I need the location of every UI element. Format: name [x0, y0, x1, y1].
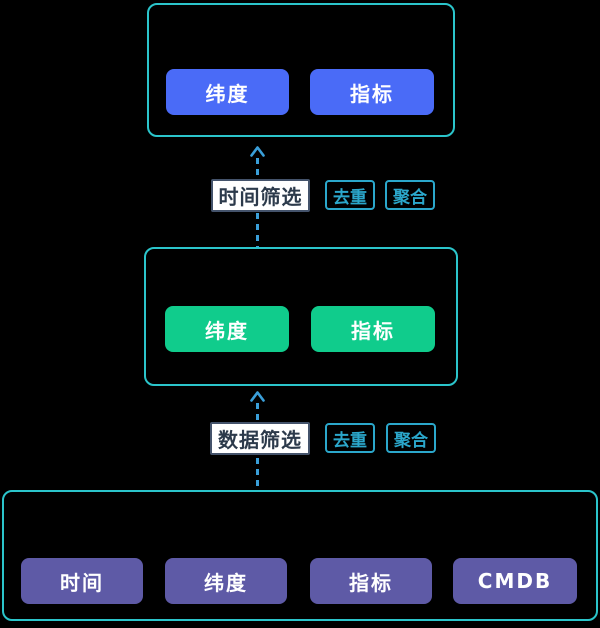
chip-cmdb-source: CMDB [453, 558, 577, 604]
arrow-up-icon [249, 143, 266, 157]
result-layer-box: 纬度 指标 [147, 3, 455, 137]
dedupe-tag: 去重 [325, 180, 375, 210]
arrow-up-icon [249, 388, 266, 402]
chip-dimension-result: 纬度 [166, 69, 289, 115]
compute-layer-box: 纬度 指标 [144, 247, 458, 386]
source-layer-box: 时间 纬度 指标 CMDB [2, 490, 598, 621]
chip-dimension-source: 纬度 [165, 558, 287, 604]
aggregate-tag: 聚合 [386, 423, 436, 453]
chip-metric-source: 指标 [310, 558, 432, 604]
dedupe-tag: 去重 [325, 423, 375, 453]
chip-time-source: 时间 [21, 558, 143, 604]
time-filter-label: 时间筛选 [211, 179, 310, 212]
chip-metric-compute: 指标 [311, 306, 435, 352]
aggregate-tag: 聚合 [385, 180, 435, 210]
data-filter-label: 数据筛选 [210, 422, 310, 455]
chip-metric-result: 指标 [310, 69, 434, 115]
chip-dimension-compute: 纬度 [165, 306, 289, 352]
